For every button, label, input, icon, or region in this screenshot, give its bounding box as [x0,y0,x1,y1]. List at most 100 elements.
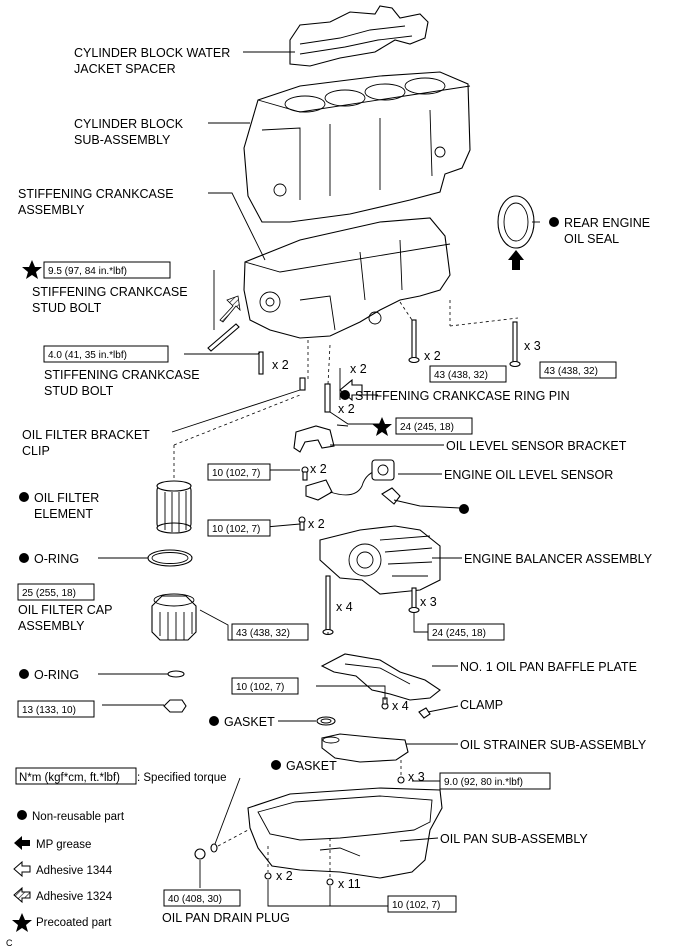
symbols [19,217,559,770]
label-balancer: ENGINE BALANCER ASSEMBLY [464,552,653,566]
label-clamp: CLAMP [460,698,503,712]
torque-baffle-bolt: 10 (102, 7) [236,682,284,693]
legend-dot-icon [17,810,27,820]
oil-level-sensor-bracket-drawing [293,425,335,453]
label-filter-cap-1: OIL FILTER CAP [18,603,112,617]
qty-oil-pan-bolt-b: x 11 [338,877,361,891]
torque-sensor-bracket-bolt: 10 (102, 7) [212,468,260,479]
torque-drain-plug-small: 13 (133, 10) [22,705,76,716]
legend-adhesive-1344: Adhesive 1344 [36,865,113,877]
non-reusable-dot [209,716,219,726]
label-filter-bracket-clip-1: OIL FILTER BRACKET [22,428,150,442]
legend-precoated: Precoated part [36,917,112,929]
qty-strainer-bolt: x 3 [408,770,425,784]
qty-sensor-bolt: x 2 [308,517,325,531]
stiffening-crankcase-drawing [243,217,451,339]
label-oring-2: O-RING [34,668,79,682]
label-stud-bolt-1-1: STIFFENING CRANKCASE [32,285,188,299]
precoated-star [22,260,42,279]
torque-drain-plug: 40 (408, 30) [168,894,222,905]
engine-oil-level-sensor-drawing [298,459,401,531]
label-stud-bolt-2-1: STIFFENING CRANKCASE [44,368,200,382]
label-drain-plug: OIL PAN DRAIN PLUG [162,911,290,925]
label-filter-bracket-clip-2: CLIP [22,444,50,458]
label-crankcase-assembly-1: STIFFENING CRANKCASE [18,187,174,201]
legend-mp-grease: MP grease [36,839,91,851]
corner-code: C [6,938,13,948]
water-jacket-spacer-drawing [289,5,429,67]
qty-balancer-bolt-a: x 4 [336,600,353,614]
legend-adhesive-1344-icon [13,860,31,878]
precoated-star [372,417,392,436]
non-reusable-dot [19,492,29,502]
baffle-plate-drawing [320,653,441,719]
torque-crankcase-bolt-a: 43 (438, 32) [434,370,488,381]
crankcase-bolts-drawing [399,300,521,368]
oil-pan-drawing [194,787,443,886]
torque-oil-pan-bolt: 10 (102, 7) [392,900,440,911]
qty-ring-pin: x 2 [350,362,367,376]
non-reusable-dot [19,669,29,679]
label-stud-bolt-2-2: STUD BOLT [44,384,114,398]
torque-crankcase-bolt-b: 43 (438, 32) [544,366,598,377]
label-stud-bolt-1-2: STUD BOLT [32,301,102,315]
torque-stud-bolt-1: 9.5 (97, 84 in.*lbf) [48,266,127,277]
qty-oil-pan-bolt-a: x 2 [276,869,293,883]
torque-boxes: 9.5 (97, 84 in.*lbf) 4.0 (41, 35 in.*lbf… [17,261,617,913]
non-reusable-dot [340,390,350,400]
legend-adhesive-1324-icon [13,886,31,904]
qty-balancer-bolt-b: x 3 [420,595,437,609]
torque-sensor-bolt: 10 (102, 7) [212,524,260,535]
leader-lines [98,51,540,907]
qty-sensor-bracket-bolt: x 2 [310,462,327,476]
legend-mp-grease-icon [14,836,30,850]
label-rear-oil-seal-1: REAR ENGINE [564,216,650,230]
qty-crankcase-bolt-c: x 2 [338,402,355,416]
label-filter-element-2: ELEMENT [34,507,93,521]
label-rear-oil-seal-2: OIL SEAL [564,232,619,246]
legend: N*m (kgf*cm, ft.*lbf) : Specified torque… [12,767,227,932]
non-reusable-dot [459,504,469,514]
non-reusable-dot [19,553,29,563]
stud-bolts-drawing [207,295,264,375]
label-ring-pin: STIFFENING CRANKCASE RING PIN [355,389,570,403]
quantity-labels: x 2 x 2 x 3 x 2 x 2 x 2 x 2 x 4 x 3 x 4 … [272,339,541,891]
qty-stud-bolt-2: x 2 [272,358,289,372]
label-oil-pan: OIL PAN SUB-ASSEMBLY [440,832,588,846]
legend-torque-box: N*m (kgf*cm, ft.*lbf) [19,772,120,784]
label-cylinder-block-2: SUB-ASSEMBLY [74,133,171,147]
label-level-sensor: ENGINE OIL LEVEL SENSOR [444,468,613,482]
engine-balancer-drawing [319,525,441,636]
ring-pin-drawing [299,340,363,413]
oil-filter-cap-drawing [147,549,197,713]
label-water-jacket-spacer-1: CYLINDER BLOCK WATER [74,46,230,60]
legend-non-reusable: Non-reusable part [32,811,125,823]
gasket-1-drawing [316,716,336,726]
torque-balancer-bolt-b: 24 (245, 18) [432,628,486,639]
legend-star-icon [12,913,32,932]
qty-baffle-bolt: x 4 [392,699,409,713]
torque-strainer-bolt: 9.0 (92, 80 in.*lbf) [444,777,523,788]
part-labels: CYLINDER BLOCK WATER JACKET SPACER CYLIN… [18,46,653,925]
legend-adhesive-1324: Adhesive 1324 [36,891,113,903]
torque-crankcase-bolt-c: 24 (245, 18) [400,422,454,433]
label-baffle-plate: NO. 1 OIL PAN BAFFLE PLATE [460,660,637,674]
qty-crankcase-bolt-b: x 3 [524,339,541,353]
label-level-sensor-bracket: OIL LEVEL SENSOR BRACKET [446,439,627,453]
label-oring-1: O-RING [34,552,79,566]
oil-filter-element-drawing [156,394,301,534]
rear-oil-seal-drawing [497,195,535,270]
label-gasket-1: GASKET [224,715,275,729]
label-water-jacket-spacer-2: JACKET SPACER [74,62,176,76]
oil-strainer-drawing [321,733,409,784]
non-reusable-dot [549,217,559,227]
torque-balancer-bolt-a: 43 (438, 32) [236,628,290,639]
non-reusable-dot [271,760,281,770]
label-gasket-2: GASKET [286,759,337,773]
label-cylinder-block-1: CYLINDER BLOCK [74,117,184,131]
label-strainer: OIL STRAINER SUB-ASSEMBLY [460,738,647,752]
legend-torque-desc: : Specified torque [137,772,227,784]
label-filter-element-1: OIL FILTER [34,491,99,505]
